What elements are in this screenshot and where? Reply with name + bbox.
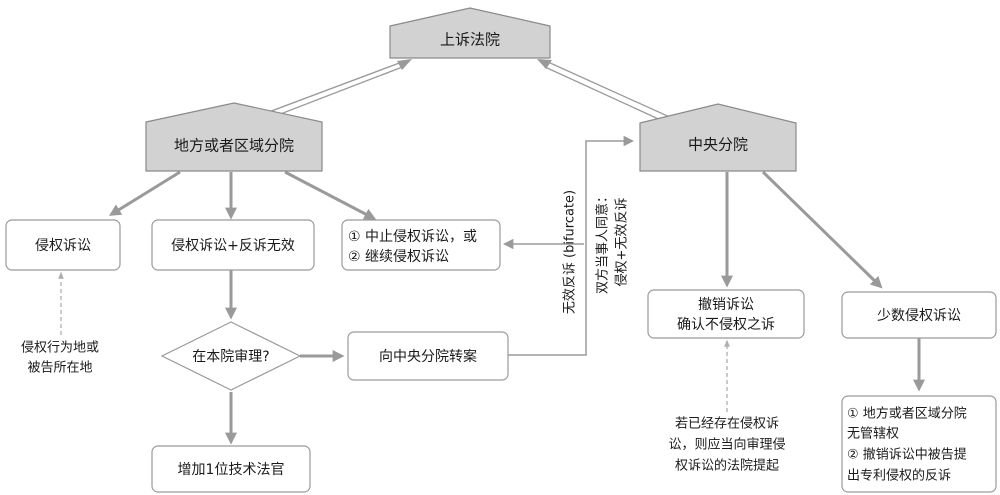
local-division-label: 地方或者区域分院: [174, 137, 294, 155]
add-technical-judge-label: 增加1位技术法官: [178, 462, 285, 478]
stay-or-continue-line2: ② 继续侵权诉讼: [348, 248, 449, 265]
minority-result-line2: 无管辖权: [847, 426, 899, 442]
central-division-label: 中央分院: [688, 136, 748, 154]
node-revocation[interactable]: 撤销诉讼 确认不侵权之诉: [647, 289, 805, 339]
transfer-to-central-label: 向中央分院转案: [379, 348, 477, 365]
node-local-division[interactable]: 地方或者区域分院: [145, 102, 323, 172]
revocation-line2: 确认不侵权之诉: [677, 316, 775, 333]
hear-here-label: 在本院审理?: [192, 349, 269, 365]
venue-note-line2: 被告所在地: [27, 361, 92, 376]
node-stay-or-continue[interactable]: ① 中止侵权诉讼，或 ② 继续侵权诉讼: [341, 219, 501, 271]
edge-transfer-to-central: [508, 135, 635, 356]
node-hear-here-decision[interactable]: 在本院审理?: [160, 321, 302, 391]
existing-note-line3: 权诉讼的法院提起: [675, 458, 779, 474]
edge-local-to-infringement: [108, 170, 181, 216]
node-transfer-to-central[interactable]: 向中央分院转案: [347, 331, 509, 381]
existing-note-line2: 讼，则应当向审理侵: [668, 437, 785, 453]
node-infringement-counterclaim[interactable]: 侵权诉讼+反诉无效: [151, 219, 315, 271]
existing-note-line1: 若已经存在侵权诉: [675, 416, 779, 432]
minority-result-line4: 出专利侵权的反诉: [847, 468, 951, 484]
appeal-court-label: 上诉法院: [440, 31, 500, 49]
node-central-division[interactable]: 中央分院: [639, 103, 797, 172]
note-venue: 侵权行为地或 被告所在地: [21, 340, 99, 376]
bifurcate-note: 无效反诉 (bifurcate): [563, 190, 578, 314]
infringement-counterclaim-label: 侵权诉讼+反诉无效: [171, 237, 295, 254]
revocation-line1: 撤销诉讼: [698, 297, 754, 313]
edge-local-to-stay: [284, 170, 377, 220]
stay-or-continue-line1: ① 中止侵权诉讼，或: [348, 228, 477, 245]
note-existing-action: 若已经存在侵权诉 讼，则应当向审理侵 权诉讼的法院提起: [668, 416, 785, 474]
node-add-technical-judge[interactable]: 增加1位技术法官: [151, 445, 311, 493]
edge-central-to-minority: [761, 170, 883, 289]
minority-result-line3: ② 撤销诉讼中被告提: [847, 447, 967, 463]
infringement-action-label: 侵权诉讼: [35, 237, 91, 254]
node-appeal-court[interactable]: 上诉法院: [389, 7, 551, 59]
node-minority-infringement[interactable]: 少数侵权诉讼: [841, 291, 997, 339]
agreement-note-line1: 双方当事人同意：: [595, 190, 611, 294]
venue-note-line1: 侵权行为地或: [21, 340, 99, 356]
node-infringement-action[interactable]: 侵权诉讼: [5, 219, 121, 271]
agreement-note-line2: 侵权+无效反诉: [614, 198, 630, 287]
minority-result-line1: ① 地方或者区域分院: [847, 406, 967, 422]
node-minority-result[interactable]: ① 地方或者区域分院 无管辖权 ② 撤销诉讼中被告提 出专利侵权的反诉: [841, 395, 997, 493]
minority-infringement-label: 少数侵权诉讼: [877, 307, 961, 324]
